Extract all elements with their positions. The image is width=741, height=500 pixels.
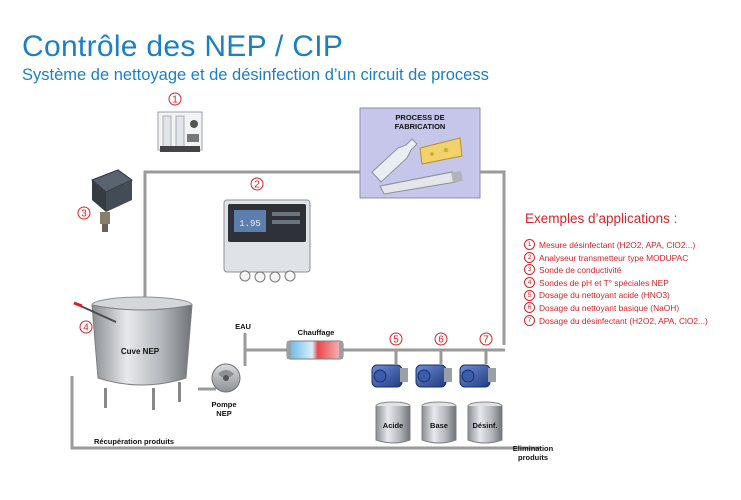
disinfectant-sensor-panel <box>157 111 203 152</box>
pipe-recovery <box>70 376 540 450</box>
application-number: 7 <box>524 314 535 326</box>
cheese-icon <box>419 137 463 165</box>
pump-label-1: Pompe <box>211 400 236 409</box>
container-base-label: Base <box>430 421 448 430</box>
analyzer-display-value: 1.95 <box>239 219 261 229</box>
application-text: Analyseur transmetteur type MODUPAC <box>539 252 689 263</box>
application-text: Dosage du désinfectant (H2O2, APA, ClO2.… <box>539 315 708 326</box>
process-label-2: FABRICATION <box>395 122 446 131</box>
marker-3: 3 <box>81 209 87 220</box>
dosing-pump-acid <box>371 364 408 388</box>
application-number: 6 <box>524 302 535 314</box>
container-acid: Acide <box>375 401 411 444</box>
application-item: 3 Sonde de conductivité <box>524 264 708 277</box>
application-text: Sonde de conductivité <box>539 265 622 276</box>
applications-list: 1 Mesure désinfectant (H2O2, APA, ClO2...… <box>524 239 708 327</box>
application-number: 4 <box>524 277 535 289</box>
application-item: 1 Mesure désinfectant (H2O2, APA, ClO2...… <box>524 239 708 252</box>
application-item: 7 Dosage du désinfectant (H2O2, APA, ClO2… <box>524 314 708 328</box>
application-text: Mesure désinfectant (H2O2, APA, ClO2...) <box>539 240 696 250</box>
tube-icon <box>379 171 463 195</box>
pipe-network <box>70 170 540 450</box>
application-text: Dosage du nettoyant basique (NaOH) <box>539 302 680 313</box>
cip-tank: Cuve NEP <box>91 296 193 410</box>
recovery-label: Récupération produits <box>94 437 174 446</box>
container-disinfectant: Désinf. <box>467 401 503 444</box>
marker-7: 7 <box>483 335 489 346</box>
elimination-label-2: produits <box>518 453 548 462</box>
bottle-icon <box>371 138 418 183</box>
process-box: PROCESS DE FABRICATION <box>359 107 481 199</box>
marker-1: 1 <box>172 95 178 106</box>
page-title: Contrôle des NEP / CIP <box>22 30 344 63</box>
application-text: Dosage du nettoyant acide (HNO3) <box>539 290 670 301</box>
container-disinfectant-label: Désinf. <box>472 421 497 430</box>
applications-title: Exemples d’applications : <box>525 211 678 226</box>
application-item: 5 Dosage du nettoyant acide (HNO3) <box>524 289 708 302</box>
application-item: 6 Dosage du nettoyant basique (NaOH) <box>524 302 708 315</box>
application-item: 2 Analyseur transmetteur type MODUPAC <box>524 251 708 265</box>
elimination-label-1: Elimination <box>513 444 554 453</box>
application-number: 2 <box>524 251 535 263</box>
tank-label: Cuve NEP <box>121 347 160 356</box>
heater-label: Chauffage <box>298 328 335 337</box>
pipe-supply <box>243 348 505 366</box>
conductivity-probe <box>91 169 133 232</box>
heater: Chauffage <box>286 328 344 360</box>
application-number: 3 <box>524 264 535 276</box>
pump-label-2: NEP <box>216 409 231 418</box>
application-number: 5 <box>524 289 535 301</box>
container-base: Base <box>421 401 457 444</box>
marker-4: 4 <box>83 323 89 334</box>
application-item: 4 Sondes de pH et T° spéciales NEP <box>524 277 708 290</box>
application-number: 1 <box>524 239 535 251</box>
pipe-dosing <box>394 350 488 364</box>
application-text: Sondes de pH et T° spéciales NEP <box>539 277 669 288</box>
container-acid-label: Acide <box>383 421 403 430</box>
water-label: EAU <box>235 322 251 331</box>
marker-6: 6 <box>438 335 444 346</box>
ph-temperature-probe <box>73 301 117 323</box>
pipe-return-left <box>143 170 365 300</box>
dosing-pump-base <box>415 364 452 388</box>
marker-5: 5 <box>393 335 399 346</box>
cip-pump: Pompe NEP <box>211 363 241 418</box>
pipe-return-right <box>480 170 506 345</box>
dosing-pump-disinfectant <box>459 364 496 388</box>
analyzer-modupac: 1.95 <box>223 199 311 283</box>
page-subtitle: Système de nettoyage et de désinfection … <box>22 66 489 84</box>
marker-2: 2 <box>254 180 260 191</box>
process-label-1: PROCESS DE <box>395 113 444 122</box>
